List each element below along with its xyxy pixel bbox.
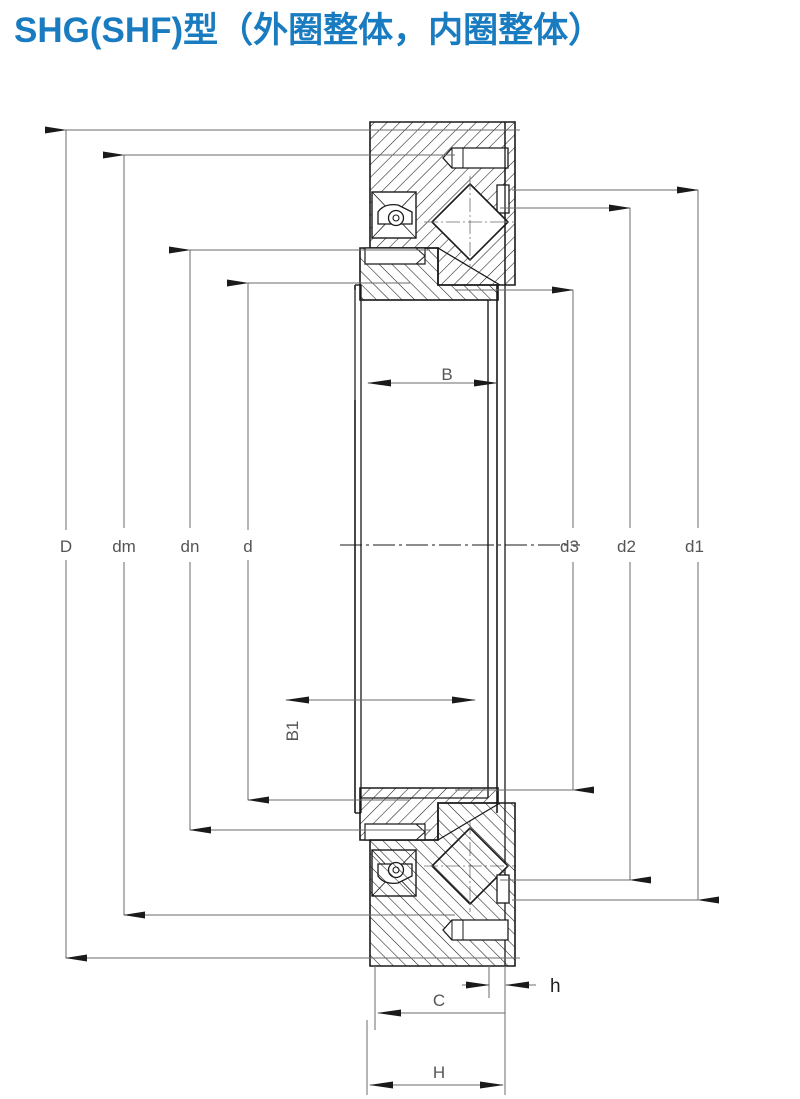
dimension-label-B: B — [441, 365, 452, 384]
dimension-label-dm: dm — [112, 537, 136, 556]
inner-ring-top — [359, 191, 499, 301]
dimension-label-d2: d2 — [617, 537, 636, 556]
dimension-d2: d2 — [609, 204, 651, 884]
outer-notch-bottom — [496, 874, 510, 904]
drawing-geometry: D dm dn d d3 d2 — [45, 121, 719, 1095]
dimension-dm: dm — [103, 151, 145, 919]
dimension-label-D: D — [60, 537, 72, 556]
dimension-label-C: C — [433, 991, 445, 1010]
dimension-label-B1: B1 — [283, 721, 302, 742]
page-title: SHG(SHF)型（外圈整体，内圈整体） — [14, 11, 604, 50]
lube-plug-bottom — [442, 919, 509, 941]
dimension-dn: dn — [169, 246, 211, 834]
dimension-H: H — [369, 1063, 504, 1089]
dimension-label-h: h — [550, 976, 561, 997]
vertical-dimensions-left: D dm dn d — [45, 126, 269, 962]
dimension-label-dn: dn — [181, 537, 200, 556]
cross-roller-top — [424, 176, 516, 268]
extension-lines — [66, 129, 698, 959]
dimension-D: D — [45, 126, 87, 962]
lube-plug-top — [442, 147, 509, 169]
outer-ring-bottom — [369, 802, 516, 967]
dimension-B1: B1 — [283, 696, 476, 742]
vertical-dimensions-right: d3 d2 d1 — [552, 186, 719, 904]
bore-mid-band — [361, 299, 488, 799]
dimension-C: C — [377, 991, 505, 1017]
dimension-label-d: d — [243, 537, 252, 556]
dimension-label-d1: d1 — [685, 537, 704, 556]
dimension-h: h — [462, 976, 561, 997]
outer-notch-top — [496, 184, 510, 214]
dimension-label-H: H — [433, 1063, 445, 1082]
bottom-dimensions: C h H — [366, 966, 561, 1095]
dimension-d3: d3 — [552, 286, 594, 794]
dimension-d1: d1 — [677, 186, 719, 904]
dimension-B: B — [354, 290, 498, 400]
dimension-label-d3: d3 — [560, 537, 579, 556]
dimension-d: d — [227, 279, 269, 804]
